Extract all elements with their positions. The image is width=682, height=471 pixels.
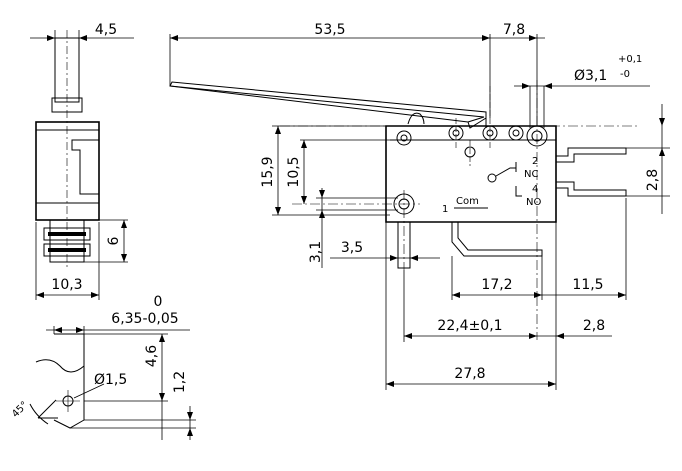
dim-3-1: 3,1	[308, 241, 324, 263]
dim-tab-hole: Ø1,5	[94, 372, 127, 388]
dim-lever-offset: 7,8	[503, 22, 525, 38]
dim-11-5: 11,5	[572, 277, 603, 293]
dim-hole-dia: Ø3,1	[574, 68, 607, 84]
dim-height-15-9: 15,9	[260, 156, 276, 187]
dim-side-width-top: 4,5	[95, 22, 117, 38]
dim-27-8: 27,8	[454, 366, 485, 382]
dim-lever-length: 53,5	[314, 22, 345, 38]
dim-height-2-8-right: 2,8	[645, 169, 661, 191]
dim-22-4: 22,4±0,1	[437, 318, 502, 334]
dim-hole-tol-plus: +0,1	[618, 54, 642, 65]
front-dimensions: 53,5 7,8 Ø3,1 +0,1 -0 15,9 10,5	[169, 22, 670, 390]
dim-17-2: 17,2	[481, 277, 512, 293]
terminal-nc: NC	[524, 169, 538, 180]
dim-tab-angle: 45°	[10, 400, 30, 420]
dim-2-8-bottom: 2,8	[583, 318, 605, 334]
terminal-com: Com	[456, 196, 479, 207]
dim-tab-tol-top: 0	[154, 294, 163, 310]
side-view: 4,5 6 10,3	[30, 22, 134, 300]
dim-side-width-bottom: 10,3	[51, 277, 82, 293]
dim-height-10-5: 10,5	[286, 156, 302, 187]
tab-detail: 45° 6,35-0,05 0 Ø1,5 4,6 1,2	[10, 294, 196, 440]
terminal-4: 4	[532, 184, 538, 195]
terminal-1: 1	[442, 204, 448, 215]
dim-tab-4-6: 4,6	[144, 345, 160, 367]
dim-tab-1-2: 1,2	[172, 371, 188, 393]
front-view: 2 NC 4 NO Com 1	[169, 80, 640, 340]
dim-side-height-6: 6	[106, 236, 122, 245]
dim-3-5: 3,5	[341, 240, 363, 256]
terminal-no: NO	[526, 197, 541, 208]
dim-hole-tol-minus: -0	[620, 69, 630, 80]
dim-tab-width: 6,35-0,05	[111, 311, 178, 327]
terminal-2: 2	[532, 156, 538, 167]
